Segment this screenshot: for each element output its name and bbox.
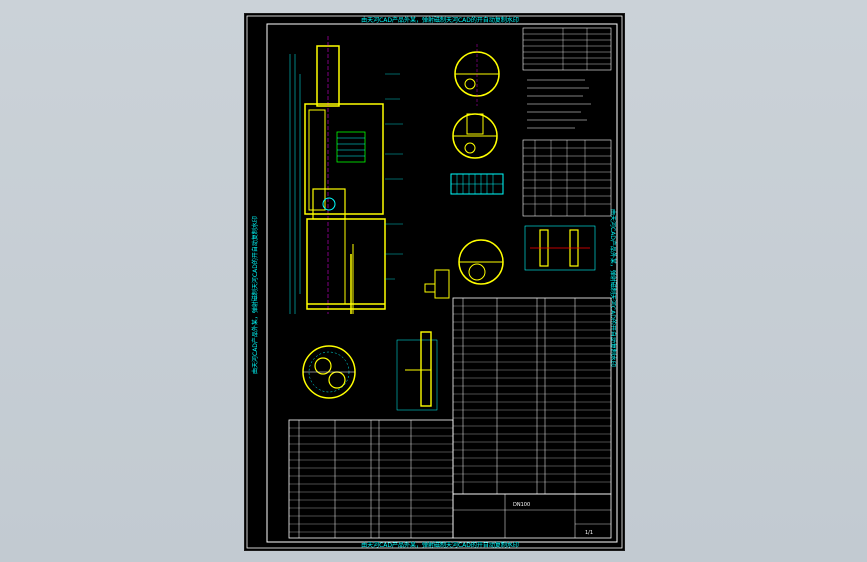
notes-block [527, 79, 591, 129]
parts-list-right [452, 297, 612, 495]
top-title: 由天河CAD产品外某，弹射磁制天河CAD的开自动复制水印 [361, 16, 519, 24]
left-side-title: 由天河CAD产品外某，弹射磁制天河CAD的开自动复制水印 [251, 216, 259, 374]
plan-view [302, 345, 356, 399]
right-side-title: 由天河CAD产品外某，弹射磁制天河CAD的开自动复制水印 [609, 209, 617, 367]
nozzle-detail [424, 269, 450, 299]
section-view-a [454, 44, 500, 106]
vessel-elevation [289, 36, 403, 314]
nozzle-table [522, 139, 612, 217]
support-detail [396, 331, 438, 411]
flange-detail [524, 225, 596, 271]
section-view-b [452, 113, 498, 159]
technical-requirements-table [522, 27, 612, 71]
drawing-number: DN100 [513, 502, 530, 508]
drawing-sheet[interactable]: 由天河CAD产品外某，弹射磁制天河CAD的开自动复制水印 由天河CAD产品外某，… [244, 13, 625, 551]
grid-detail [450, 173, 504, 195]
parts-list-left [288, 419, 454, 539]
section-view-c [458, 239, 504, 285]
title-block [452, 493, 612, 539]
bottom-title: 由天河CAD产品外某，弹射磁制天河CAD的开自动复制水印 [361, 541, 519, 549]
sheet-number: 1/1 [585, 530, 593, 536]
cad-drawing: 由天河CAD产品外某，弹射磁制天河CAD的开自动复制水印 由天河CAD产品外某，… [246, 15, 623, 549]
